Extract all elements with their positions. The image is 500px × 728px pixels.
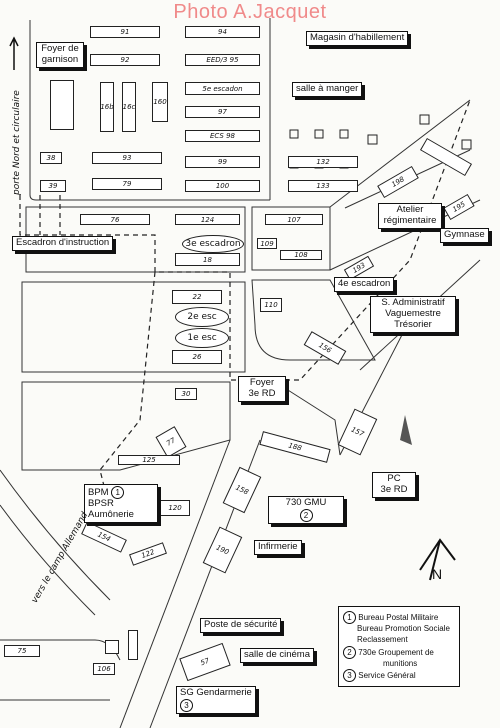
building-97: 97 <box>185 106 260 118</box>
legend-entry-1-c: Reclassement <box>357 634 408 644</box>
label-foyer-garnison-line1: Foyer de <box>41 43 79 54</box>
legend-entry-1-a: Bureau Postal Militaire <box>358 613 439 622</box>
label-gmu-text: 730 GMU <box>285 497 327 508</box>
legend-circle-1: 1 <box>343 611 356 624</box>
foyer-garnison-building <box>50 80 74 130</box>
label-s-admin-line1: S. Administratif <box>381 297 445 308</box>
legend: 1 Bureau Postal Militaire Bureau Promoti… <box>338 606 460 688</box>
label-bpm-text: BPM <box>88 487 109 498</box>
legend-entry-3: 3 Service Général <box>343 669 455 683</box>
north-arrow <box>419 538 456 581</box>
building-39: 39 <box>40 180 66 192</box>
building-18: 18 <box>175 253 240 266</box>
legend-ref-3: 3 <box>180 698 193 712</box>
label-escadron-instruction: Escadron d'instruction <box>12 236 114 251</box>
label-pc-line1: PC <box>387 473 401 484</box>
building-16b: 16b <box>100 82 114 132</box>
label-atelier-line1: Atelier <box>396 204 424 215</box>
legend-entry-2: 2 730e Groupement de <box>343 645 455 659</box>
building-93: 93 <box>92 152 162 164</box>
label-bpm: BPM 1 BPSR Aumônerie <box>84 484 158 523</box>
building-92: 92 <box>90 54 160 66</box>
building-110: 110 <box>260 298 282 312</box>
building-95: EED/3 95 <box>185 54 260 66</box>
building-120: 120 <box>160 500 190 516</box>
building-79: 79 <box>92 178 162 190</box>
label-atelier-line2: régimentaire <box>383 214 437 226</box>
label-730-gmu: 730 GMU 2 <box>268 496 344 524</box>
north-label: N <box>432 566 443 582</box>
oval-1e-esc: 1e esc <box>175 328 229 348</box>
legend-entry-2-a: 730e Groupement de <box>358 647 434 657</box>
legend-entry-2-b: munitions <box>383 658 418 668</box>
legend-circle-2: 2 <box>343 645 356 659</box>
building-98: ECS 98 <box>185 130 260 142</box>
label-atelier: Atelier régimentaire <box>378 203 442 229</box>
label-bpm-line3: Aumônerie <box>88 508 134 520</box>
label-sg-gendarmerie: SG Gendarmerie 3 <box>176 686 256 714</box>
label-gymnase: Gymnase <box>440 228 489 243</box>
road-label-porte-nord: porte Nord et circulaire <box>12 90 22 195</box>
label-magasin: Magasin d'habillement <box>306 31 409 46</box>
building-99: 99 <box>185 156 260 168</box>
label-4e-escadron: 4e escadron <box>334 277 395 292</box>
label-foyer-garnison: Foyer de garnison <box>36 42 84 68</box>
building-160: 160 <box>152 82 168 122</box>
building-91: 91 <box>90 26 160 38</box>
label-salle-manger: salle à manger <box>292 82 363 97</box>
label-poste-securite: Poste de sécurité <box>200 618 282 633</box>
building-94: 94 <box>185 26 260 38</box>
label-foyer-3rd-line2: 3e RD <box>248 387 276 399</box>
label-gmu-ref: 2 <box>272 508 340 522</box>
building-5e-escadron: 5e escadon <box>185 82 260 95</box>
oval-3e-escadron: 3e escadron <box>182 235 244 253</box>
label-foyer-garnison-line2: garnison <box>41 53 79 65</box>
building-109: 109 <box>257 238 277 249</box>
building-124: 124 <box>175 214 240 225</box>
building-30: 30 <box>175 388 197 400</box>
label-foyer-3rd-line1: Foyer <box>249 377 275 388</box>
legend-ref-1: 1 <box>111 486 125 499</box>
label-pc-3rd: PC 3e RD <box>372 472 416 498</box>
building-38: 38 <box>40 152 62 164</box>
legend-circle-3: 3 <box>343 669 356 683</box>
building-26: 26 <box>172 350 222 364</box>
label-pc-line2: 3e RD <box>380 483 408 495</box>
watermark: Photo A.Jacquet <box>173 1 327 23</box>
oval-2e-esc: 2e esc <box>175 307 229 327</box>
building-76: 76 <box>80 214 150 225</box>
building-107: 107 <box>265 214 323 225</box>
label-s-admin-line2: Vaguemestre <box>385 307 441 319</box>
gate-post <box>128 630 138 660</box>
legend-entry-1-b: Bureau Promotion Sociale <box>357 624 450 633</box>
building-133: 133 <box>288 180 358 192</box>
building-125: 125 <box>118 455 180 465</box>
label-s-admin-line3: Trésorier <box>394 318 432 330</box>
building-108: 108 <box>280 250 322 260</box>
poste-building <box>105 640 119 654</box>
building-16c: 16c <box>122 82 136 132</box>
legend-entry-3-text: Service Général <box>358 671 416 681</box>
legend-ref-2: 2 <box>299 508 313 522</box>
building-100: 100 <box>185 180 260 192</box>
building-132: 132 <box>288 156 358 168</box>
label-bpm-line2: BPSR <box>88 498 114 509</box>
building-106: 106 <box>93 663 115 675</box>
legend-entry-1: 1 Bureau Postal Militaire <box>343 611 455 624</box>
label-sg-text: SG Gendarmerie <box>180 687 252 698</box>
label-service-administratif: S. Administratif Vaguemestre Trésorier <box>370 296 456 333</box>
building-75: 75 <box>4 645 40 657</box>
label-foyer-3rd: Foyer 3e RD <box>238 376 286 402</box>
label-bpm-line1: BPM 1 <box>88 486 154 499</box>
label-infirmerie: Infirmerie <box>254 540 302 555</box>
building-22: 22 <box>172 290 222 304</box>
label-salle-cinema: salle de cinéma <box>240 648 315 663</box>
